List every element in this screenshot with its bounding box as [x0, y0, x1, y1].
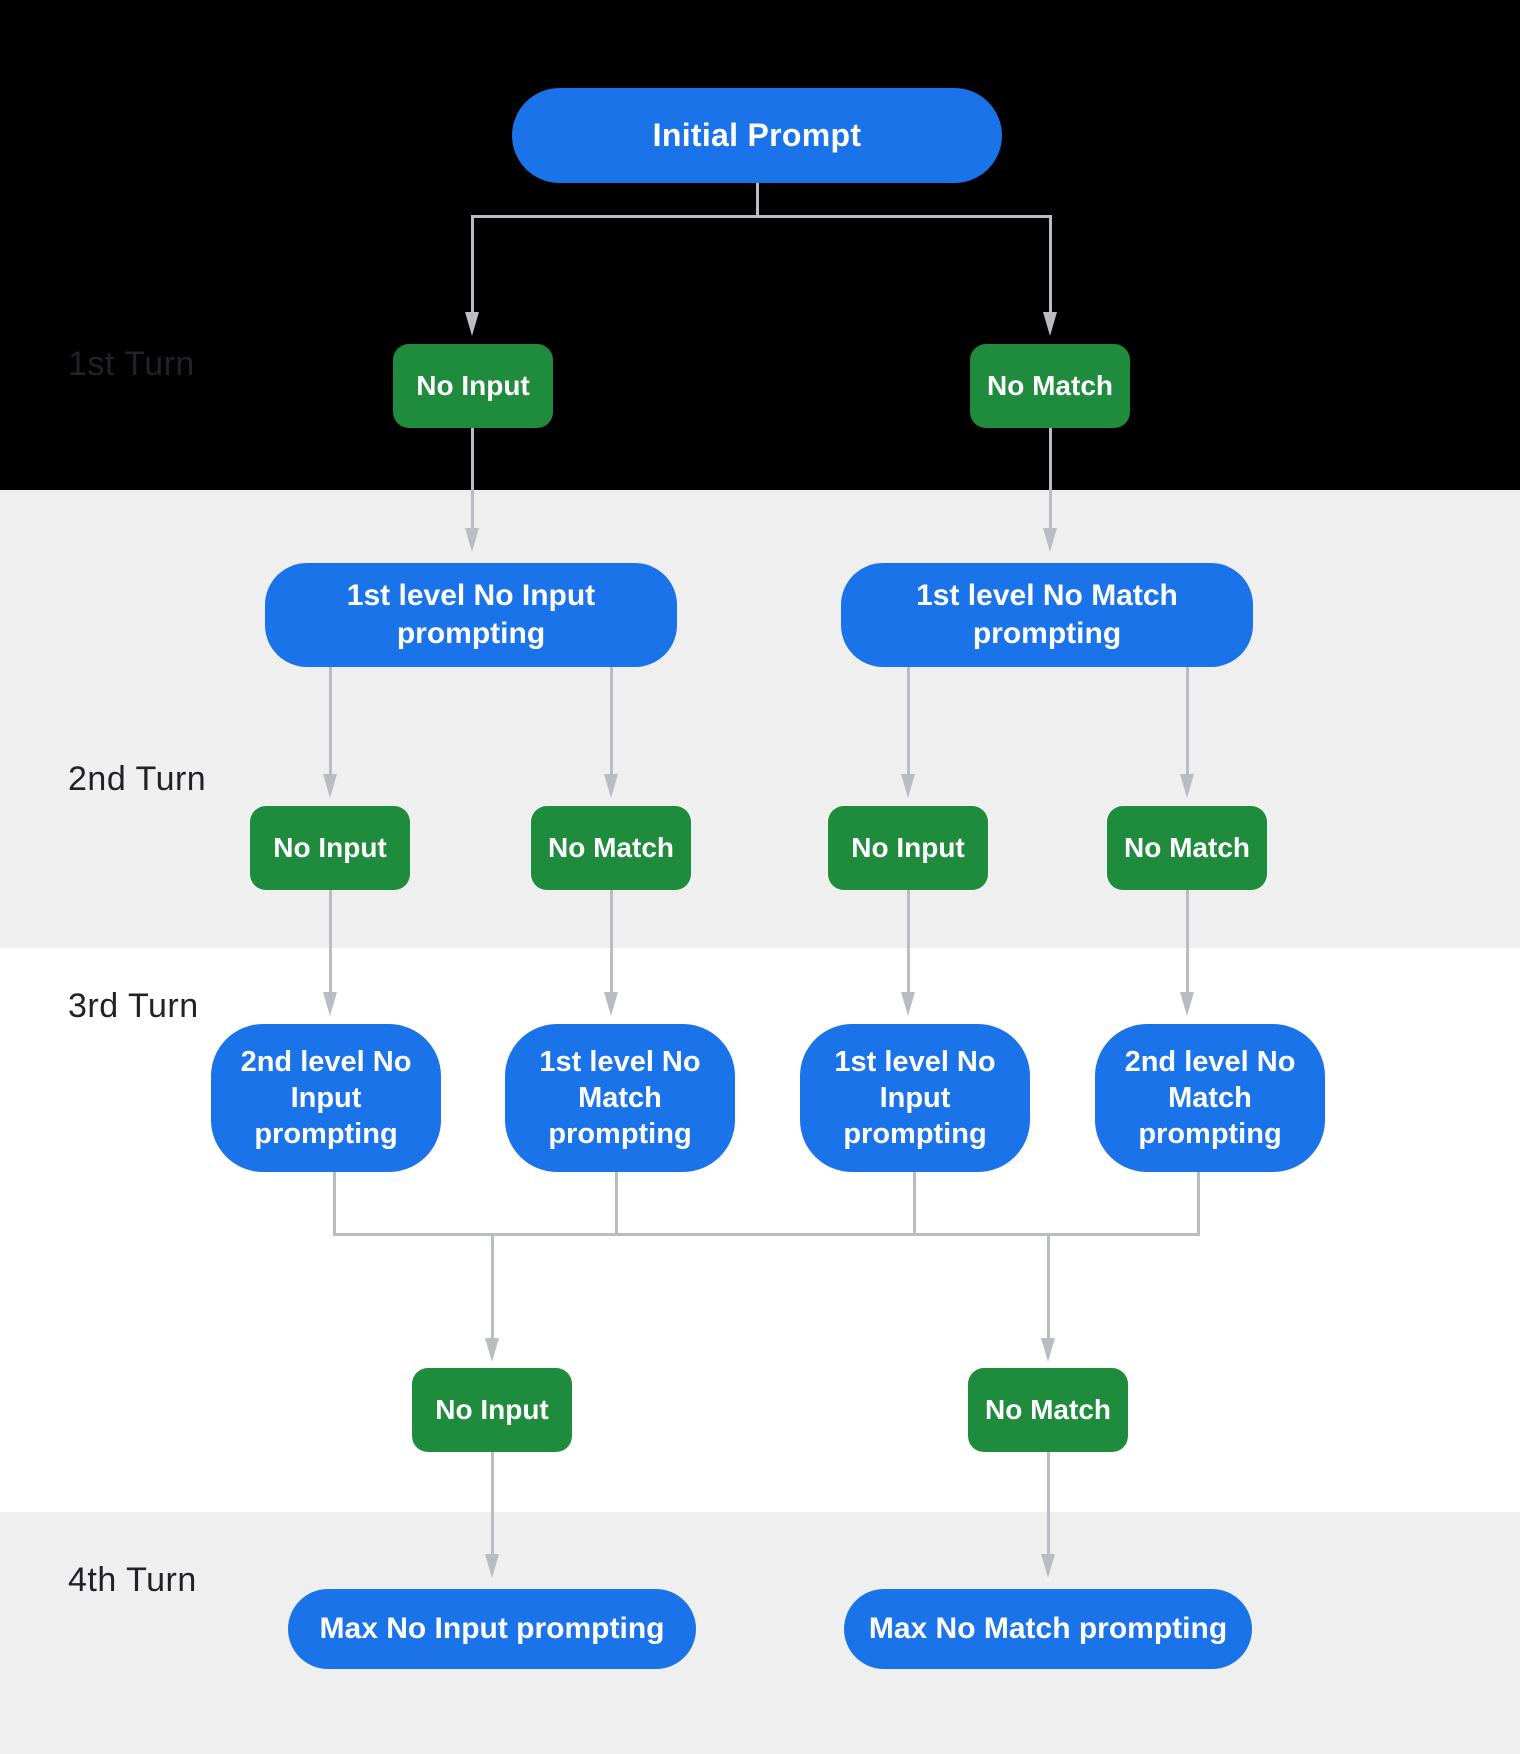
arrow-down-icon	[465, 312, 479, 336]
turn4-max-no-input-label: Max No Input prompting	[319, 1612, 665, 1645]
connector-segment	[610, 667, 613, 774]
arrow-down-icon	[1180, 992, 1194, 1016]
connector-segment	[491, 1452, 494, 1554]
turn2-no-match-prompt-node: 1st level No Match prompting	[841, 563, 1253, 667]
connector-segment	[471, 428, 474, 528]
arrow-down-icon	[1043, 528, 1057, 552]
turn2-no-input-prompt-label: 1st level No Input prompting	[346, 579, 596, 650]
arrow-down-icon	[485, 1554, 499, 1578]
turn3-2nd-no-input-prompt-node: 2nd level No Input prompting	[211, 1024, 441, 1172]
arrow-down-icon	[604, 992, 618, 1016]
connector-segment	[1197, 1172, 1200, 1235]
connector-segment	[756, 183, 759, 216]
arrow-down-icon	[1180, 774, 1194, 798]
arrow-down-icon	[604, 774, 618, 798]
turn3-no-input-node: No Input	[412, 1368, 572, 1452]
turn3-prompt-label: 2nd level No Input prompting	[240, 1046, 412, 1150]
turn2-event-label: No Input	[273, 832, 387, 863]
turn2-event-label: No Match	[1124, 832, 1250, 863]
connector-segment	[1049, 215, 1052, 312]
turn2-no-input-node-1: No Input	[250, 806, 410, 890]
connector-segment	[329, 667, 332, 774]
turn1-no-input-node: No Input	[393, 344, 553, 428]
connector-segment	[907, 890, 910, 992]
connector-segment	[1047, 1236, 1050, 1338]
connector-segment	[329, 890, 332, 992]
turn2-no-match-node-1: No Match	[531, 806, 691, 890]
turn2-event-label: No Match	[548, 832, 674, 863]
turn3-event-label: No Match	[985, 1394, 1111, 1425]
arrow-down-icon	[465, 528, 479, 552]
turn1-no-input-label: No Input	[416, 370, 530, 401]
connector-segment	[913, 1172, 916, 1235]
turn-label-1: 1st Turn	[68, 345, 195, 383]
turn-label-3: 3rd Turn	[68, 987, 199, 1025]
connector-segment	[333, 1172, 336, 1235]
turn2-no-input-prompt-node: 1st level No Input prompting	[265, 563, 677, 667]
band-turn4	[0, 1512, 1520, 1754]
connector-segment	[1049, 428, 1052, 528]
turn2-no-match-prompt-label: 1st level No Match prompting	[916, 579, 1178, 650]
turn2-no-match-node-2: No Match	[1107, 806, 1267, 890]
connector-segment	[471, 215, 1052, 218]
arrow-down-icon	[1041, 1338, 1055, 1362]
turn4-max-no-match-prompt-node: Max No Match prompting	[844, 1589, 1252, 1669]
turn2-no-input-node-2: No Input	[828, 806, 988, 890]
turn3-event-label: No Input	[435, 1394, 549, 1425]
turn4-max-no-input-prompt-node: Max No Input prompting	[288, 1589, 696, 1669]
arrow-down-icon	[901, 992, 915, 1016]
band-turn1	[0, 0, 1520, 490]
connector-segment	[610, 890, 613, 992]
connector-segment	[615, 1172, 618, 1235]
turn-label-2: 2nd Turn	[68, 760, 207, 798]
turn3-prompt-label: 1st level No Input prompting	[834, 1046, 996, 1150]
connector-segment	[491, 1236, 494, 1338]
turn3-prompt-label: 2nd level No Match prompting	[1124, 1046, 1296, 1150]
turn1-no-match-node: No Match	[970, 344, 1130, 428]
arrow-down-icon	[1043, 312, 1057, 336]
turn3-prompt-label: 1st level No Match prompting	[539, 1046, 701, 1150]
initial-prompt-label: Initial Prompt	[652, 117, 862, 153]
band-turn2	[0, 490, 1520, 948]
connector-segment	[1047, 1452, 1050, 1554]
connector-rail	[333, 1233, 1200, 1236]
initial-prompt-node: Initial Prompt	[512, 88, 1002, 183]
connector-segment	[1186, 667, 1189, 774]
arrow-down-icon	[485, 1338, 499, 1362]
connector-segment	[471, 215, 474, 312]
connector-segment	[1186, 890, 1189, 992]
turn2-event-label: No Input	[851, 832, 965, 863]
arrow-down-icon	[323, 992, 337, 1016]
arrow-down-icon	[901, 774, 915, 798]
arrow-down-icon	[1041, 1554, 1055, 1578]
turn3-1st-no-match-prompt-node: 1st level No Match prompting	[505, 1024, 735, 1172]
turn1-no-match-label: No Match	[987, 370, 1113, 401]
turn4-max-no-match-label: Max No Match prompting	[868, 1612, 1228, 1645]
arrow-down-icon	[323, 774, 337, 798]
turn3-1st-no-input-prompt-node: 1st level No Input prompting	[800, 1024, 1030, 1172]
connector-segment	[907, 667, 910, 774]
turn3-no-match-node: No Match	[968, 1368, 1128, 1452]
turn-label-4: 4th Turn	[68, 1561, 197, 1599]
turn3-2nd-no-match-prompt-node: 2nd level No Match prompting	[1095, 1024, 1325, 1172]
